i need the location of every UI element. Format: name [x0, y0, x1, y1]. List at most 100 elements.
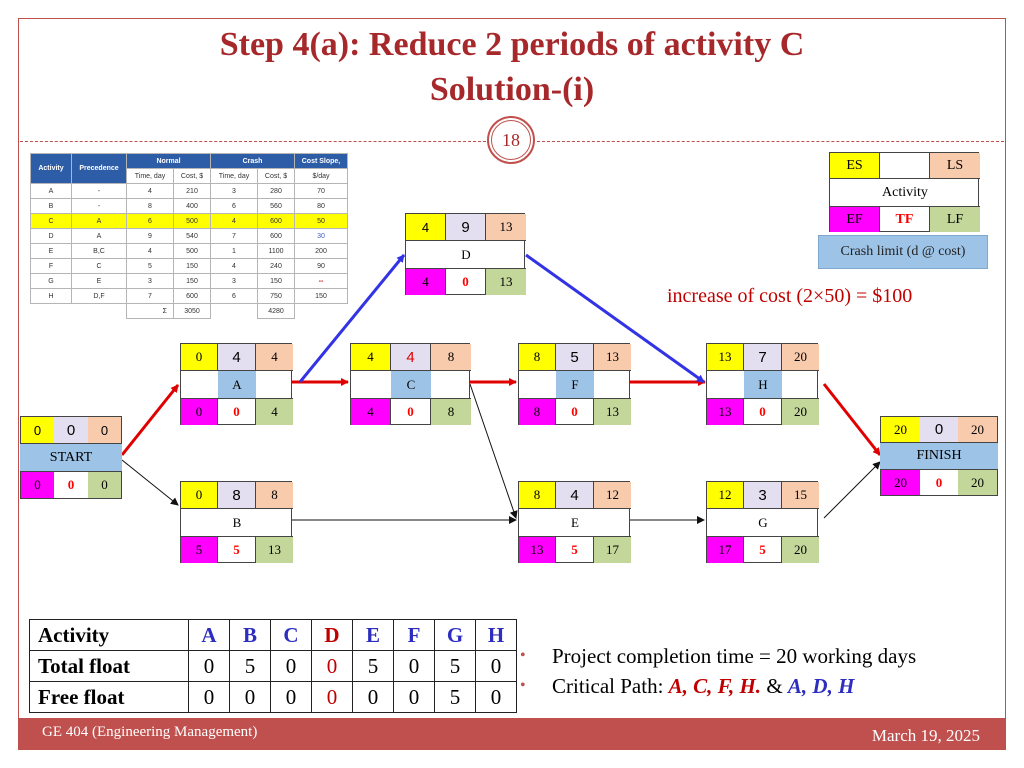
node-ls: 20	[782, 344, 819, 371]
legend-activity: Activity	[882, 184, 928, 200]
arrow-start-a	[120, 384, 180, 456]
node-label: D	[461, 246, 471, 262]
node-ls: 13	[594, 344, 631, 371]
cell: D,F	[71, 288, 127, 304]
cell: 600	[257, 213, 295, 229]
node-lf: 4	[256, 398, 293, 425]
sub-cost: Cost, $	[173, 168, 211, 184]
activity-header: F	[393, 619, 435, 651]
cell: 5	[352, 650, 394, 682]
bullet-dot-icon: •	[520, 647, 526, 664]
cost-increase-note: increase of cost (2×50) = $100	[667, 285, 913, 307]
node-b: 0 8 8 B 5 5 13	[180, 481, 293, 563]
node-label: E	[571, 514, 579, 530]
node-ls: 4	[256, 344, 293, 371]
node-label: F	[556, 371, 594, 398]
legend-lf: LF	[930, 206, 980, 232]
sub-per-day: $/day	[294, 168, 348, 184]
node-ef: 20	[880, 469, 920, 496]
legend-crash-limit: Crash limit (d @ cost)	[818, 235, 988, 269]
node-finish: 20 0 20 FINISH 20 0 20	[880, 416, 998, 498]
completion-text: Project completion time = 20 working day…	[552, 644, 917, 668]
node-es: 0	[181, 482, 218, 509]
node-g: 12 3 15 G 17 5 20	[706, 481, 819, 563]
node-lf: 13	[594, 398, 631, 425]
cell: 0	[475, 681, 517, 713]
node-lf: 13	[256, 536, 293, 563]
legend-ls: LS	[930, 153, 980, 179]
footer-date: March 19, 2025	[871, 726, 980, 745]
node-label: H	[744, 371, 782, 398]
node-f: 8 5 13 F 8 0 13	[518, 343, 631, 425]
col-activity: Activity	[30, 153, 72, 184]
cell: 0	[188, 650, 230, 682]
node-lf: 20	[958, 469, 998, 496]
crash-data-table: Activity Precedence Normal Crash Cost Sl…	[30, 153, 348, 319]
node-ef: 17	[707, 536, 744, 563]
sum-crash: 4280	[257, 303, 295, 319]
arrow-g-finish	[823, 461, 881, 519]
title-line-1: Step 4(a): Reduce 2 periods of activity …	[219, 26, 805, 63]
legend-ef: EF	[830, 206, 880, 232]
cell: A	[71, 213, 127, 229]
node-lf: 8	[431, 398, 471, 425]
arrow-start-b	[121, 459, 179, 506]
title-line-2: Solution-(i)	[429, 71, 595, 108]
node-duration: 4	[556, 482, 594, 509]
node-label: G	[758, 514, 768, 530]
legend-node: ES LS Activity EF TF LF	[829, 152, 980, 232]
node-e: 8 4 12 E 13 5 17	[518, 481, 631, 563]
node-ef: 4	[351, 398, 391, 425]
node-ef: 4	[406, 268, 446, 295]
node-duration: 0	[54, 416, 88, 444]
node-ls: 8	[256, 482, 293, 509]
node-label: C	[391, 371, 431, 398]
node-h: 13 7 20 H 13 0 20	[706, 343, 819, 425]
node-ls: 13	[486, 214, 526, 241]
page-number-badge: 18	[487, 116, 535, 164]
node-es: 13	[707, 344, 744, 371]
node-es: 4	[406, 214, 446, 241]
table-row: Total float 0 5 0 0 5 0 5 0	[29, 650, 517, 682]
node-es: 0	[181, 344, 218, 371]
node-duration: 4	[391, 344, 431, 371]
activity-header: D	[311, 619, 353, 651]
node-es: 12	[707, 482, 744, 509]
cell: 0	[270, 650, 312, 682]
activity-header: A	[188, 619, 230, 651]
cell: 0	[475, 650, 517, 682]
critical-path-1: A, C, F, H.	[668, 674, 762, 698]
cell: 150	[294, 288, 348, 304]
node-duration: 9	[446, 214, 486, 241]
node-a: 0 4 4 A 0 0 4	[180, 343, 293, 425]
node-lf: 20	[782, 536, 819, 563]
node-c: 4 4 8 C 4 0 8	[350, 343, 471, 425]
bullet-completion: • Project completion time = 20 working da…	[520, 641, 916, 671]
col-cost-slope: Cost Slope,	[294, 153, 348, 169]
node-ef: 5	[181, 536, 218, 563]
node-duration: 0	[920, 416, 958, 443]
node-duration: 3	[744, 482, 782, 509]
node-tf: 0	[391, 398, 431, 425]
node-label: A	[218, 371, 256, 398]
slide-frame-left	[18, 18, 19, 718]
cell: 0	[270, 681, 312, 713]
legend-tf: TF	[880, 206, 930, 232]
node-ls: 0	[88, 416, 122, 444]
node-label: FINISH	[880, 443, 998, 469]
activity-header: B	[229, 619, 271, 651]
node-es: 20	[880, 416, 920, 443]
row-label: Free float	[29, 681, 189, 713]
node-tf: 5	[556, 536, 594, 563]
node-lf: 20	[782, 398, 819, 425]
node-label: START	[20, 444, 122, 471]
node-ef: 13	[519, 536, 556, 563]
node-lf: 0	[88, 471, 122, 499]
node-tf: 0	[920, 469, 958, 496]
node-ls: 15	[782, 482, 819, 509]
activity-header: E	[352, 619, 394, 651]
